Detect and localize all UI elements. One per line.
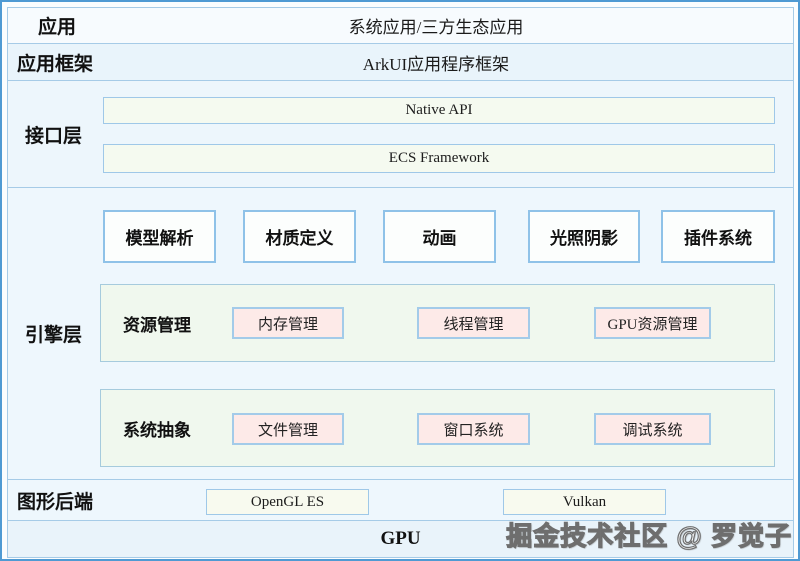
feature-box-plugin-system: 插件系统 [661,210,775,263]
feature-box-material-definition: 材质定义 [243,210,356,263]
layer-row-engine: 引擎层 模型解析 材质定义 动画 光照阴影 插件系统 资源管理 内存管理 线程管… [7,187,794,480]
layer-row-backend: 图形后端 OpenGL ES Vulkan [7,479,794,521]
ecs-framework-box: ECS Framework [103,144,775,173]
native-api-box: Native API [103,97,775,124]
memory-management-box: 内存管理 [232,307,344,339]
layer-row-framework: 应用框架 ArkUI应用程序框架 [7,43,794,81]
system-abstraction-label: 系统抽象 [123,420,191,440]
app-layer-content: 系统应用/三方生态应用 [348,18,524,37]
framework-layer-label: 应用框架 [17,53,94,75]
app-layer-label: 应用 [38,17,77,38]
system-abstraction-group: 系统抽象 文件管理 窗口系统 调试系统 [100,389,775,467]
layer-row-interface: 接口层 Native API ECS Framework [7,80,794,188]
feature-box-model-parsing: 模型解析 [103,210,216,263]
gpu-resource-management-box: GPU资源管理 [594,307,711,339]
watermark-text: 掘金技术社区 @ 罗觉子 [506,520,792,551]
window-system-box: 窗口系统 [417,413,530,445]
opengl-es-box: OpenGL ES [206,489,369,515]
resource-management-group: 资源管理 内存管理 线程管理 GPU资源管理 [100,284,775,362]
debug-system-box: 调试系统 [594,413,711,445]
framework-layer-content: ArkUI应用程序框架 [362,54,510,74]
layer-row-app: 应用 系统应用/三方生态应用 [7,7,794,44]
feature-box-lighting-shadow: 光照阴影 [528,210,640,263]
backend-layer-label: 图形后端 [17,491,94,513]
gpu-label: GPU [380,528,421,549]
feature-box-animation: 动画 [383,210,496,263]
engine-layer-label: 引擎层 [25,325,83,346]
vulkan-box: Vulkan [503,489,666,515]
thread-management-box: 线程管理 [417,307,530,339]
file-management-box: 文件管理 [232,413,344,445]
interface-layer-label: 接口层 [25,125,83,147]
resource-management-label: 资源管理 [123,315,191,335]
layer-row-gpu: GPU [7,520,794,558]
